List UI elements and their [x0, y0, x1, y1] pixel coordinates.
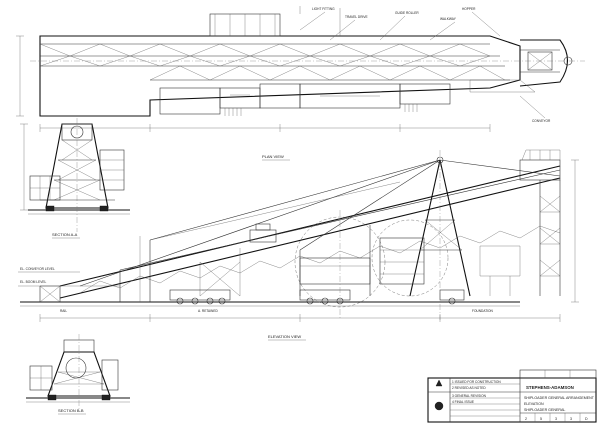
callout-guide-roller: GUIDE ROLLER	[395, 11, 419, 15]
callout-light-fitting: LIGHT FITTING	[312, 7, 335, 11]
elevation-dimensions	[39, 159, 579, 322]
callout-travel-drive: TRAVEL DRIVE	[345, 15, 368, 19]
section-bb: SECTION B-B	[26, 334, 130, 415]
electrical-room	[159, 87, 221, 115]
revision-line: 3 GENERAL REVISION	[452, 394, 487, 398]
head-tower	[479, 149, 561, 296]
section-bb-title: SECTION B-B	[58, 408, 84, 413]
plan-dimensions	[16, 6, 491, 132]
elevation-view-title: ELEVATION VIEW	[268, 334, 301, 339]
mid-structure	[199, 223, 425, 297]
callout-retained: A. RETAINED	[198, 309, 218, 313]
section-aa: SECTION A-A	[20, 118, 130, 239]
drawing-title-line-1: SHIPLOADER GENERAL ARRANGEMENT	[524, 396, 595, 400]
plan-callouts: LIGHT FITTING TRAVEL DRIVE GUIDE ROLLER …	[299, 7, 551, 123]
drawing-number-cells: 2 5 3 3 D	[520, 412, 596, 422]
callout-conveyor: CONVEYOR	[532, 119, 551, 123]
drawing-cell: D	[585, 417, 588, 421]
callout-conveyor-level: EL. CONVEYOR LEVEL	[20, 267, 55, 271]
revision-line: 2 REVISED AS NOTED	[452, 386, 486, 390]
drawing-title-line-2: ELEVATION	[524, 402, 544, 406]
slew-circle-right	[371, 219, 449, 297]
revision-line: 4 FINAL ISSUE	[452, 400, 474, 404]
drawing-cell: 5	[540, 417, 542, 421]
callout-foundation: FOUNDATION	[472, 309, 494, 313]
company-logo	[435, 379, 443, 387]
plan-outline	[39, 35, 521, 117]
boom-lacing	[79, 225, 561, 294]
plan-truss-lacing	[39, 43, 506, 81]
title-block: 1 ISSUED FOR CONSTRUCTION 2 REVISED AS N…	[427, 369, 597, 423]
callout-rail: RAIL	[60, 309, 67, 313]
tail-end	[39, 240, 151, 303]
elevation-view: EL. BOOM LEVEL EL. CONVEYOR LEVEL RAIL A…	[18, 149, 579, 341]
callout-boom-level: EL. BOOM LEVEL	[20, 280, 46, 284]
travel-bogies	[169, 289, 465, 305]
drawing-cell: 3	[570, 417, 572, 421]
callout-walkway: WALKWAY	[440, 17, 457, 21]
drawing-cell: 2	[525, 417, 527, 421]
plan-stairs	[224, 104, 418, 116]
company-name: STEPHENS-ADAMSON	[526, 385, 574, 390]
revision-line: 1 ISSUED FOR CONSTRUCTION	[452, 380, 501, 384]
luffing-ties	[79, 159, 561, 287]
section-aa-title: SECTION A-A	[52, 232, 78, 237]
mast-a-frame	[409, 156, 471, 297]
drawing-title-line-3: SHIPLOADER GENERAL	[524, 408, 565, 412]
drawing-cell: 3	[555, 417, 557, 421]
plan-view-title: PLAN VIEW	[262, 154, 284, 159]
boom-lower-chord	[59, 177, 561, 299]
callout-hopper: HOPPER	[462, 7, 476, 11]
plan-view: LIGHT FITTING TRAVEL DRIVE GUIDE ROLLER …	[16, 6, 585, 161]
boom-upper-chord	[59, 165, 561, 287]
company-seal	[434, 401, 444, 411]
